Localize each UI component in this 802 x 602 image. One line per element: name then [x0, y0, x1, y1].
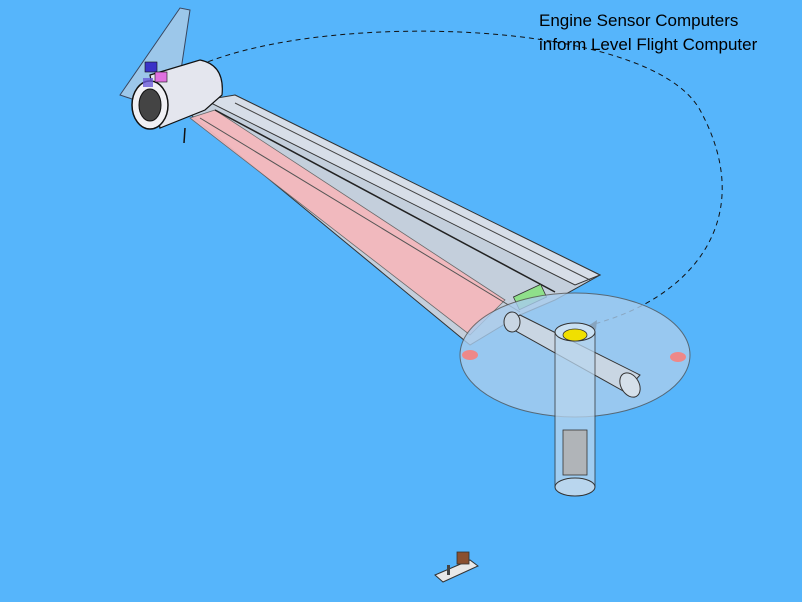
- caption-line-2: inform Level Flight Computer: [539, 35, 758, 54]
- level-flight-computer: [562, 328, 588, 342]
- engine-sensor-computer-2: [154, 71, 168, 83]
- caption-label: Engine Sensor Computers inform Level Fli…: [539, 9, 757, 57]
- flap: [189, 109, 506, 336]
- engine: [131, 59, 223, 144]
- engine-sensor-computer-1: [144, 61, 158, 73]
- wing: [183, 94, 602, 346]
- level-flight-computer-column: [554, 322, 596, 497]
- ground-sensor-part: [434, 551, 479, 583]
- caption-line-1: Engine Sensor Computers: [539, 11, 739, 30]
